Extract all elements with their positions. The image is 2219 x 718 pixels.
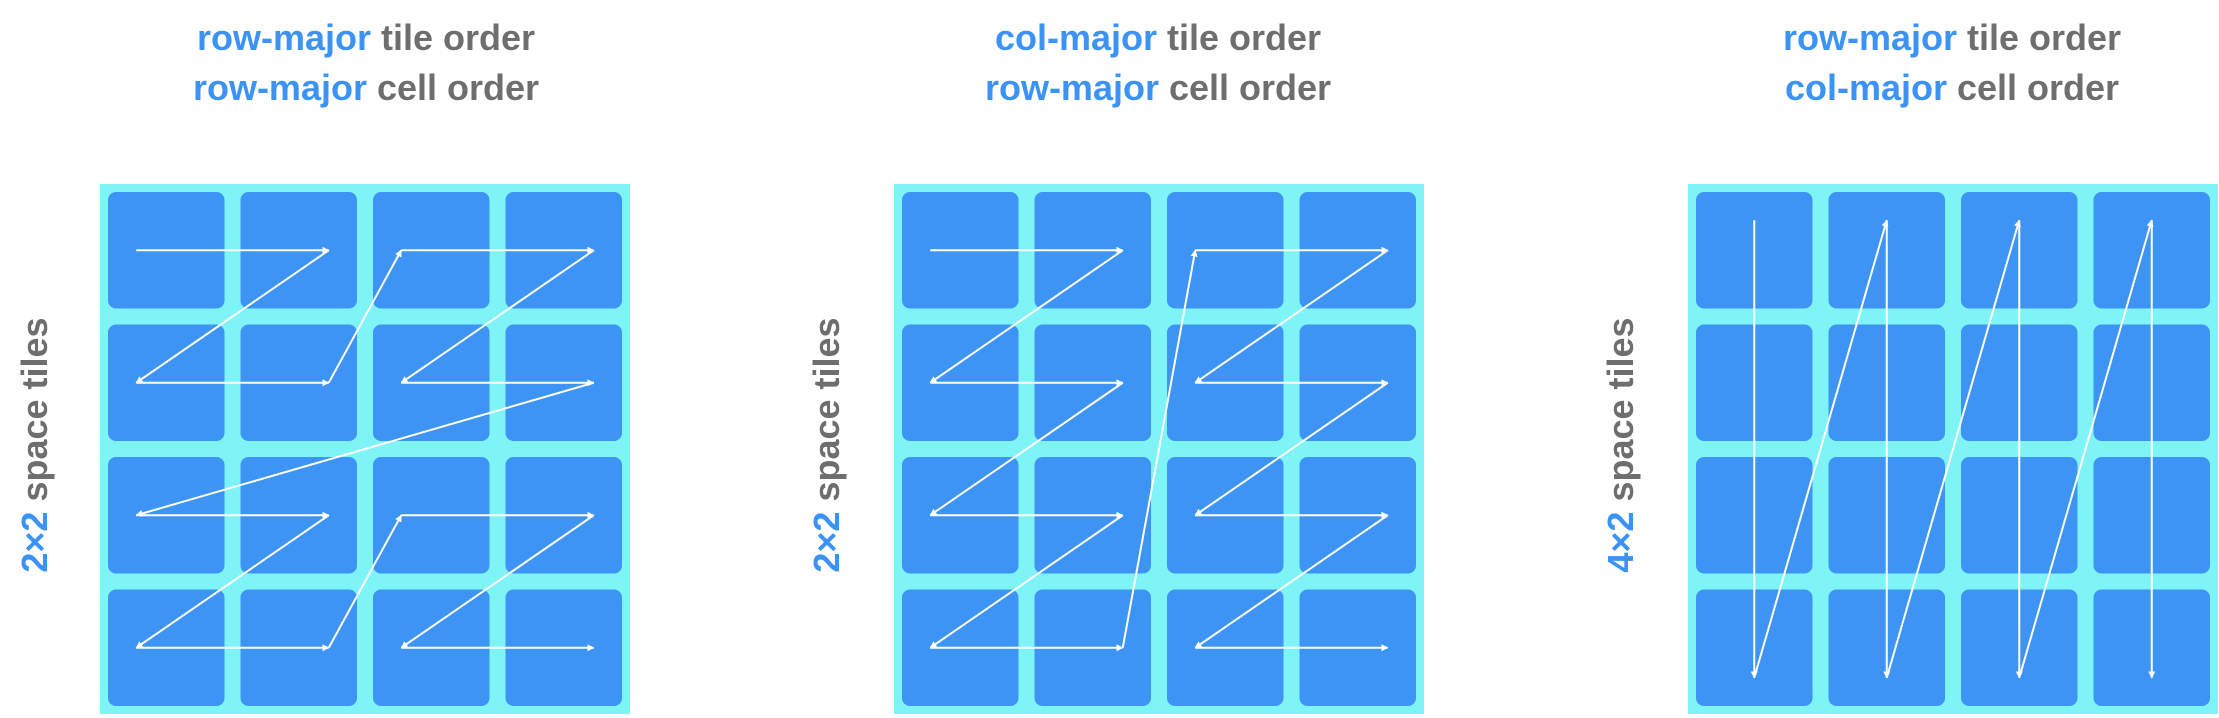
- jump-arrow: [400, 514, 595, 649]
- panel-3-title-line-2: col-major cell order: [1652, 63, 2219, 113]
- panel-2-tile-order-label: tile order: [1157, 17, 1322, 58]
- jump-arrow: [327, 514, 403, 649]
- panel-1-tile-order-keyword: row-major: [196, 17, 371, 58]
- jump-arrow: [1885, 219, 2021, 679]
- jump-arrow: [1194, 514, 1389, 649]
- panel-2-tile-order-keyword: col-major: [994, 17, 1157, 58]
- panel-1-tile-order-label: tile order: [370, 17, 536, 58]
- panel-3-tile-order-keyword: row-major: [1782, 17, 1957, 58]
- jump-arrow: [929, 381, 1124, 517]
- panel-3-title-line-1: row-major tile order: [1652, 13, 2219, 63]
- jump-arrow: [1753, 219, 1889, 679]
- panel-3-cell-order-label: cell order: [1946, 67, 2120, 108]
- panel-1-grid: [100, 184, 630, 714]
- panel-1-cell-order-keyword: row-major: [192, 67, 367, 108]
- panel-1-title-line-2: row-major cell order: [66, 63, 666, 113]
- jump-arrow: [1194, 249, 1389, 384]
- panel-2-title-line-2: row-major cell order: [858, 63, 1458, 113]
- jump-arrow: [135, 514, 330, 649]
- panel-2-cell-order-label: cell order: [1158, 67, 1332, 108]
- panel-3-cell-order-keyword: col-major: [1784, 67, 1947, 108]
- panel-2-title-line-1: col-major tile order: [858, 13, 1458, 63]
- panel-1-title: row-major tile order row-major cell orde…: [66, 13, 666, 113]
- jump-arrow: [135, 381, 595, 517]
- panel-3-title: row-major tile order col-major cell orde…: [1652, 13, 2219, 113]
- jump-arrow: [400, 249, 595, 384]
- panel-2-grid: [894, 184, 1424, 714]
- jump-arrow: [2018, 219, 2154, 679]
- panel-3-grid: [1688, 184, 2218, 714]
- jump-arrow: [135, 249, 330, 384]
- panel-1-title-line-1: row-major tile order: [66, 13, 666, 63]
- panel-2-cell-order-keyword: row-major: [984, 67, 1159, 108]
- panel-2-title: col-major tile order row-major cell orde…: [858, 13, 1458, 113]
- panel-3-tile-order-label: tile order: [1956, 17, 2122, 58]
- jump-arrow: [327, 249, 403, 384]
- jump-arrow: [929, 249, 1124, 384]
- jump-arrow: [1194, 381, 1389, 517]
- jump-arrow: [929, 514, 1124, 649]
- panel-1-cell-order-label: cell order: [366, 67, 540, 108]
- jump-arrow: [1121, 249, 1198, 648]
